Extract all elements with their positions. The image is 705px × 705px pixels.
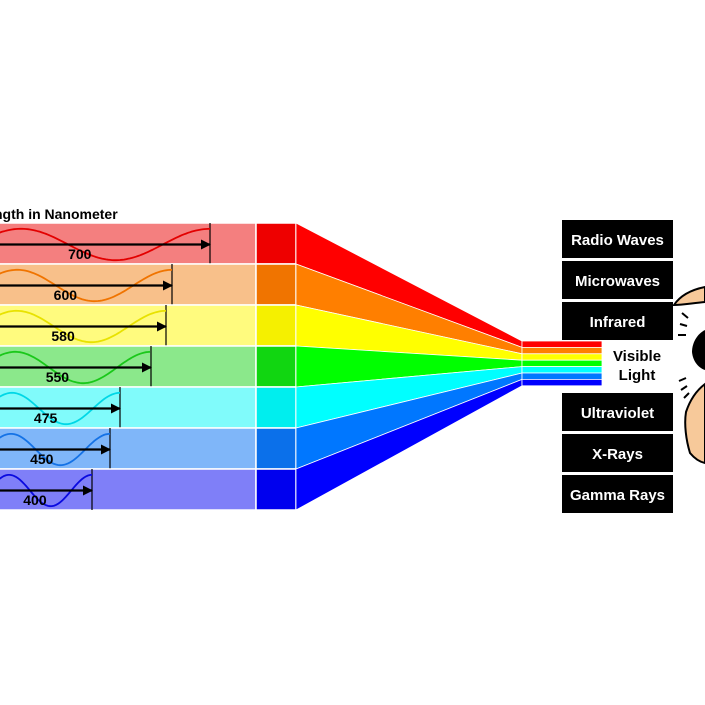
visible-stripe <box>521 353 603 361</box>
spectrum-box: Microwaves <box>562 261 673 299</box>
visible-stripe <box>521 366 603 374</box>
spectrum-box-label: X-Rays <box>592 446 643 463</box>
wavelength-bands: 700 600 580 550 475 450 400 <box>0 222 297 511</box>
band-row: 700 <box>0 222 297 265</box>
eye-icon <box>692 330 705 370</box>
wave-curve <box>0 268 173 303</box>
spectrum-box: X-Rays <box>562 434 673 472</box>
band-row: 475 <box>0 386 297 429</box>
band-row: 400 <box>0 468 297 511</box>
spectrum-box-label: Microwaves <box>575 273 660 290</box>
wavelength-label: 475 <box>34 410 58 426</box>
diagram-title: ngth in Nanometer <box>0 206 118 222</box>
spectrum-box: Radio Waves <box>562 220 673 258</box>
visible-stripe <box>521 378 603 387</box>
face-shape <box>684 382 705 465</box>
eyelash-icon <box>678 312 690 399</box>
spectrum-box-label: Gamma Rays <box>570 487 665 504</box>
spectrum-box: Infrared <box>562 302 673 340</box>
spectrum-box-rect <box>562 220 673 258</box>
band-row: 550 <box>0 345 297 388</box>
spectrum-box-rect <box>562 475 673 513</box>
spectrum-boxes: Radio WavesMicrowavesInfraredUltraviolet… <box>562 220 673 513</box>
spectrum-box-rect <box>562 261 673 299</box>
hair-shape <box>672 285 705 307</box>
visible-stripe <box>521 359 603 368</box>
visible-light-label: Visible Light <box>613 348 661 384</box>
wavelength-label: 580 <box>51 328 75 344</box>
wave-curve <box>0 473 93 508</box>
band-color-rect <box>255 468 297 511</box>
visible-label-line1: Visible <box>613 348 661 365</box>
band-color-rect <box>255 386 297 429</box>
band-color-rect <box>255 304 297 347</box>
band-color-rect <box>255 427 297 470</box>
band-color-rect <box>255 222 297 265</box>
spectrum-box-label: Radio Waves <box>571 232 664 249</box>
spectrum-box-label: Ultraviolet <box>581 405 654 422</box>
band-color-rect <box>255 263 297 306</box>
wave-curve <box>0 227 211 262</box>
wave-curve <box>0 391 121 426</box>
visible-stripe <box>521 340 603 348</box>
spectrum-box-label: Infrared <box>590 314 646 331</box>
visible-stripe <box>521 346 603 355</box>
face-illustration <box>672 285 705 465</box>
band-row: 450 <box>0 427 297 470</box>
spectrum-box: Ultraviolet <box>562 393 673 431</box>
wavelength-label: 700 <box>68 246 92 262</box>
wavelength-label: 550 <box>46 369 70 385</box>
band-row: 580 <box>0 304 297 347</box>
spectrum-box-rect <box>562 302 673 340</box>
band-color-rect <box>255 345 297 388</box>
visible-stripe <box>521 372 603 380</box>
visible-spectrum-funnel <box>295 222 523 511</box>
visible-light-stack <box>521 340 603 387</box>
wavelength-label: 400 <box>23 492 47 508</box>
spectrum-box-rect <box>562 393 673 431</box>
wave-curve <box>0 309 167 344</box>
band-row: 600 <box>0 263 297 306</box>
visible-label-line2: Light <box>619 367 656 384</box>
spectrum-box-rect <box>562 434 673 472</box>
wave-curve <box>0 350 151 385</box>
wavelength-label: 450 <box>30 451 54 467</box>
wavelength-label: 600 <box>54 287 78 303</box>
wave-curve <box>0 432 111 467</box>
spectrum-box: Gamma Rays <box>562 475 673 513</box>
